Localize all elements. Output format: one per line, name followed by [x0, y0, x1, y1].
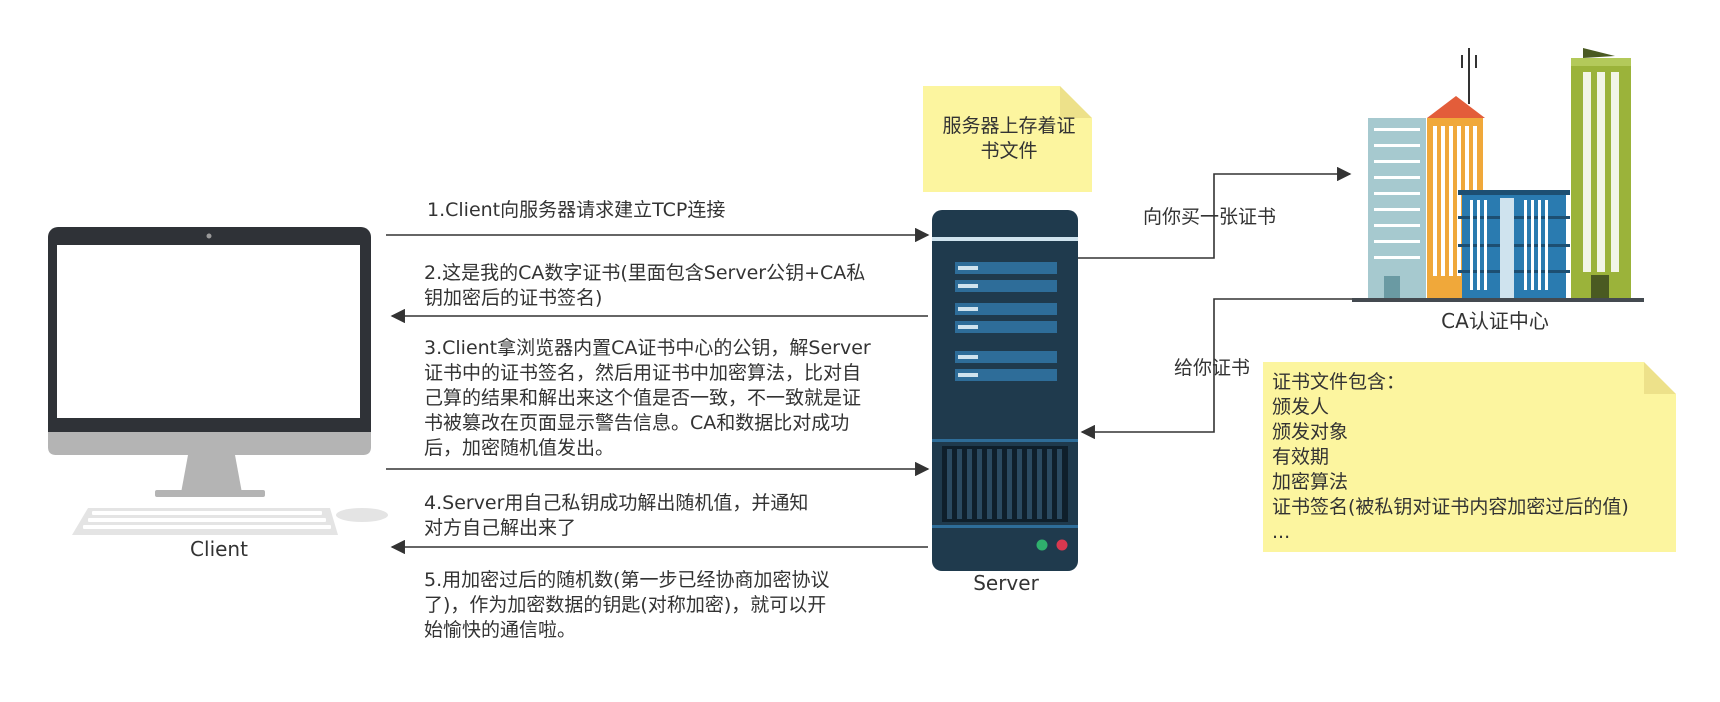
note-fold [1060, 86, 1092, 118]
buy-cert-label: 向你买一张证书 [1143, 206, 1277, 228]
server-note-text: 服务器上存着证 书文件 [942, 115, 1076, 162]
step4-text: 4.Server用自己私钥成功解出随机值，并通知 对方自己解出来了 [424, 492, 809, 539]
server-note: 服务器上存着证 书文件 [923, 86, 1092, 192]
step5-text: 5.用加密过后的随机数(第一步已经协商加密协议 了)，作为加密数据的钥匙(对称加… [424, 569, 830, 641]
arrow-give-cert [1080, 298, 1352, 440]
ca-label: CA认证中心 [1441, 309, 1549, 333]
client-label: Client [190, 537, 248, 561]
arrow-buy-cert [1078, 166, 1352, 259]
handshake-arrows [386, 227, 930, 555]
city-buildings-icon [1352, 48, 1644, 302]
note-fold [1644, 362, 1676, 394]
give-cert-label: 给你证书 [1174, 357, 1251, 379]
step3-text: 3.Client拿浏览器内置CA证书中心的公钥，解Server 证书中的证书签名… [424, 337, 871, 459]
cert-contents-text: 证书文件包含： 颁发人 颁发对象 有效期 加密算法 证书签名(被私钥对证书内容加… [1272, 371, 1629, 543]
step2-text: 2.这是我的CA数字证书(里面包含Server公钥+CA私 钥加密后的证书签名) [424, 262, 866, 309]
cert-contents-note: 证书文件包含： 颁发人 颁发对象 有效期 加密算法 证书签名(被私钥对证书内容加… [1263, 362, 1676, 552]
desktop-computer-icon [48, 227, 388, 535]
ca-arrows [1078, 166, 1352, 440]
server-tower-icon [932, 210, 1078, 571]
step1-text: 1.Client向服务器请求建立TCP连接 [427, 199, 726, 221]
server-label: Server [973, 571, 1039, 595]
